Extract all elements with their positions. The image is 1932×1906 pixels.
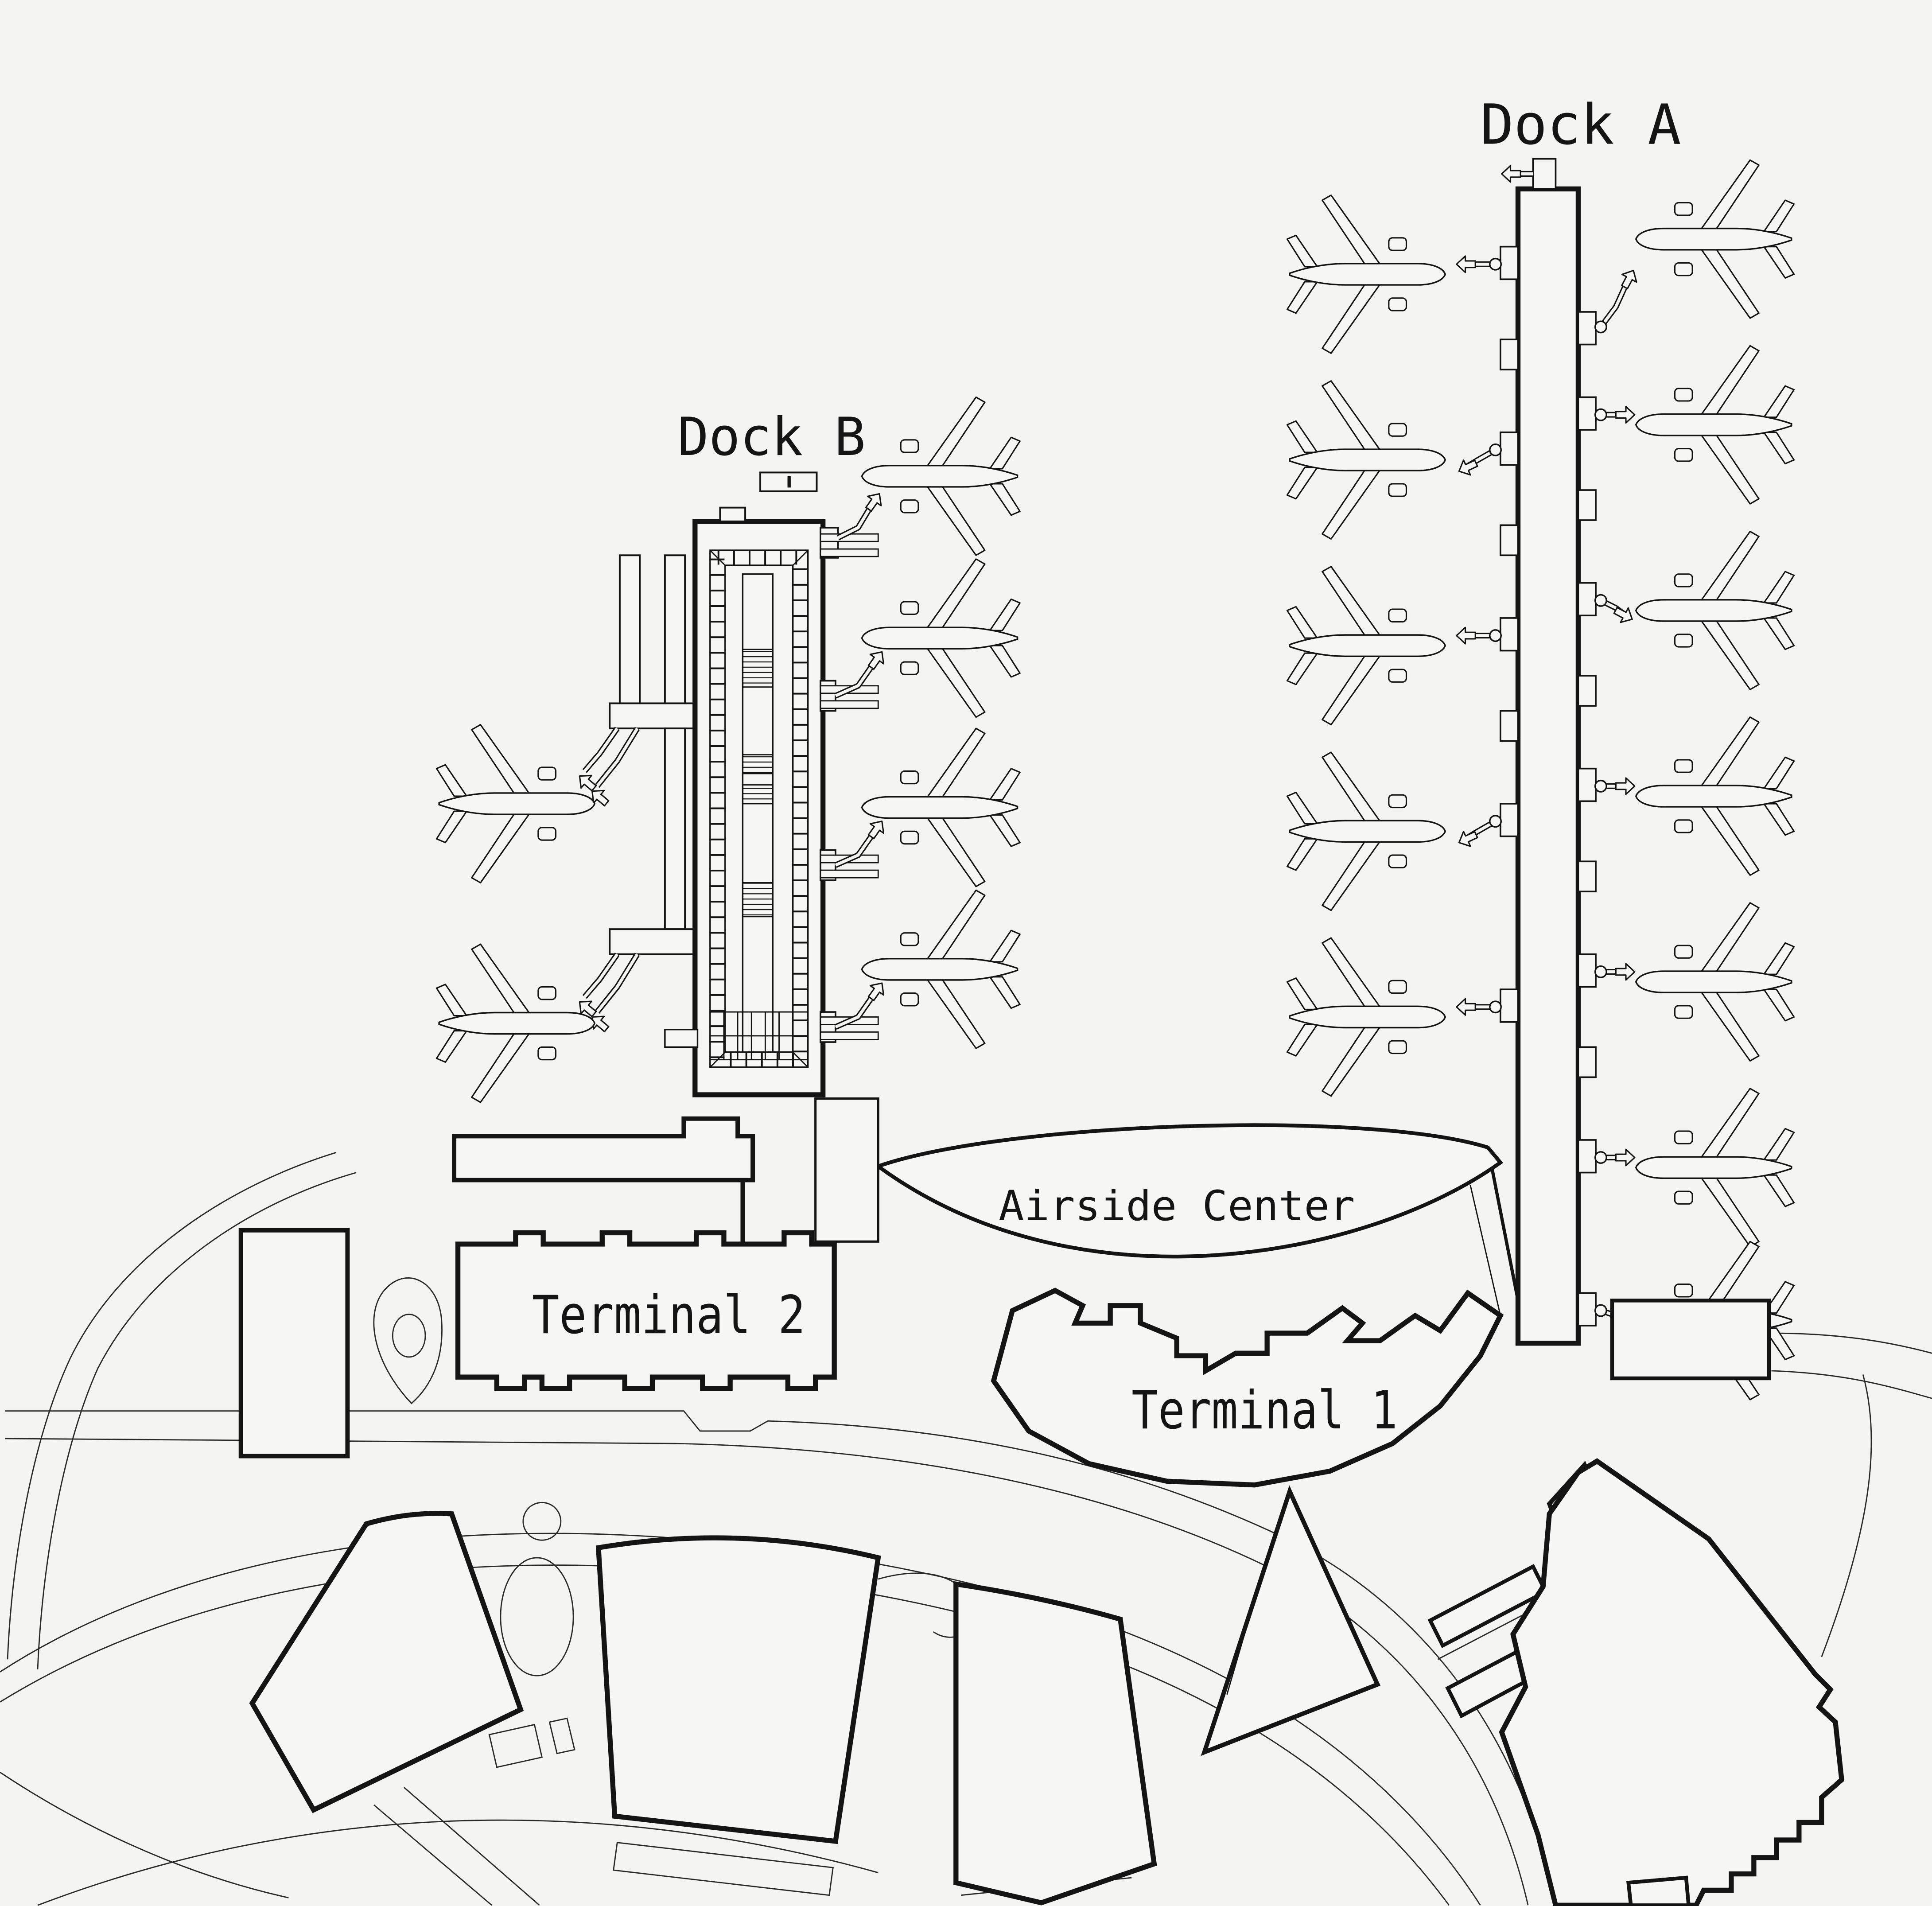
airplane-icon: [1635, 159, 1795, 319]
airside-center-complex: Airside Center: [874, 1123, 1522, 1334]
road-fragment: [548, 1717, 575, 1754]
airplane-icon: [861, 727, 1021, 887]
dock-b-service-box: [664, 1029, 699, 1048]
southeast-building-annex: [1626, 1875, 1691, 1906]
dock-a-right-gates: [1577, 266, 1641, 1335]
airplane-icon: [861, 558, 1021, 718]
wedge-building: [1201, 1485, 1381, 1756]
road-fragment: [488, 1723, 543, 1768]
airplane-icon: [861, 889, 1021, 1049]
terminal-1-complex: Terminal 1: [991, 1288, 1504, 1488]
road-line: [373, 1804, 492, 1906]
road-island: [522, 1501, 562, 1541]
dock-a-label: Dock A: [1481, 93, 1681, 157]
road-line: [5, 1410, 1556, 1906]
parking-structure: [249, 1511, 524, 1813]
walkway: [664, 554, 686, 704]
airplane-icon: [861, 396, 1021, 556]
road-line: [1771, 1370, 1932, 1399]
airside-center-building: [874, 1123, 1504, 1259]
dock-b-left-gates: [609, 554, 696, 955]
gate-box: [1532, 158, 1557, 190]
road-line: [7, 1151, 337, 1660]
dock-b-left-bridges: [573, 727, 640, 1036]
airside-chute-line: [1486, 1147, 1522, 1314]
airplane-icon: [1286, 566, 1446, 726]
terminal-1-label: Terminal 1: [1131, 1380, 1397, 1441]
landside-structures: [238, 1228, 1845, 1906]
road-line: [37, 1172, 357, 1670]
road-island: [500, 1557, 574, 1677]
walkway: [664, 727, 686, 930]
airplane-icon: [1635, 345, 1795, 505]
dock-a-complex: Dock A: [1286, 93, 1795, 1400]
road-island: [392, 1314, 426, 1358]
dock-b-frame-corners: [709, 549, 809, 1068]
dock-a-satellite-building: [1610, 1299, 1771, 1381]
airplane-icon: [1635, 1088, 1795, 1248]
dock-b-corridor: [742, 573, 774, 1053]
terminal-2-label: Terminal 2: [532, 1285, 805, 1346]
parking-structure: [953, 1581, 1157, 1906]
road-line: [1821, 1374, 1872, 1657]
dock-b-frame-outer: [709, 549, 809, 1068]
terminal-2-complex: Terminal 2: [452, 1116, 837, 1391]
road-loop: [373, 1277, 443, 1404]
airplane-icon: [1635, 902, 1795, 1062]
southeast-building: [1499, 1458, 1845, 1906]
road-line: [403, 1787, 540, 1906]
road-line: [0, 1771, 289, 1898]
dock-b-stairs: [742, 649, 774, 688]
airplane-icon: [1286, 937, 1446, 1097]
airplane-icon: [1635, 716, 1795, 876]
gate-platform: [609, 928, 696, 955]
dock-b-stairs: [742, 882, 774, 918]
dock-b-label: Dock B: [677, 407, 866, 468]
gate-platform: [609, 702, 696, 730]
dock-b-right-gates: [820, 488, 890, 1043]
dock-b-frame-grid: [711, 551, 808, 1067]
road-line: [37, 1819, 879, 1906]
road-line: [1771, 1332, 1932, 1354]
parking-structure: [595, 1535, 881, 1844]
dock-a-pier: [1515, 186, 1581, 1346]
dock-b-stairs: [742, 754, 774, 774]
terminal-2-band-building: [452, 1116, 755, 1182]
walkway: [618, 554, 641, 704]
terminal-2-building: [455, 1230, 837, 1391]
airplane-icon: [435, 724, 595, 884]
airside-chute-line: [1469, 1185, 1501, 1316]
dock-b-legend-icon: [759, 471, 818, 492]
dock-b-bottom-grid: [709, 1011, 809, 1061]
airplane-icon: [1286, 751, 1446, 911]
wedge-inner-line: [1226, 1556, 1268, 1695]
airplane-icon: [1286, 194, 1446, 354]
dock-b-head-box: [719, 506, 746, 522]
airplane-icon: [1635, 530, 1795, 691]
dock-b-stairs: [742, 784, 774, 805]
airside-center-label: Airside Center: [999, 1182, 1355, 1230]
airplane-icon: [435, 943, 595, 1103]
west-office-building: [238, 1228, 350, 1459]
dock-b-base-building: [814, 1097, 879, 1243]
airplane-icon: [1286, 380, 1446, 540]
dock-b-complex: Dock B: [435, 396, 1021, 1243]
dock-a-left-gates: [1455, 245, 1519, 1023]
terminal-1-building: [991, 1288, 1504, 1488]
road-echo: [613, 1842, 834, 1896]
